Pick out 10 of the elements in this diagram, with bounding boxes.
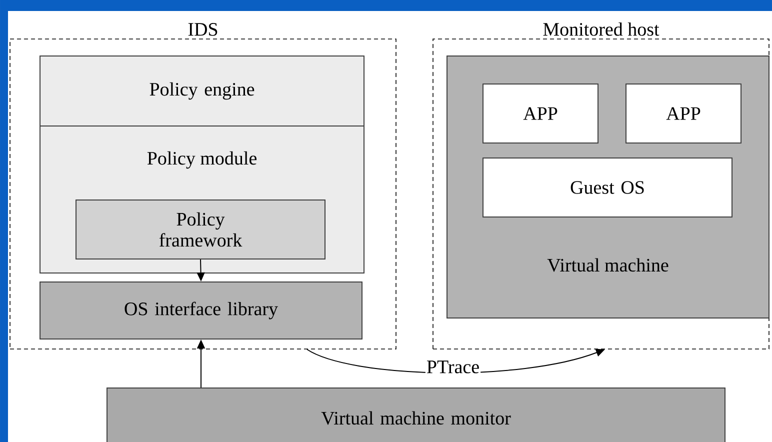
component-box: Policy engine xyxy=(40,56,364,126)
component-box: Guest OS xyxy=(482,158,732,218)
component-box: Virtual machine monitor xyxy=(106,388,726,442)
edge-label: PTrace xyxy=(425,360,481,374)
component-box: OS interface library xyxy=(40,282,362,340)
component-box: APP xyxy=(626,84,742,144)
component-box: Policy framework xyxy=(76,200,326,260)
node-label: IDS xyxy=(188,23,218,36)
node-label: Monitored host xyxy=(543,22,660,36)
component-box: APP xyxy=(482,84,598,144)
